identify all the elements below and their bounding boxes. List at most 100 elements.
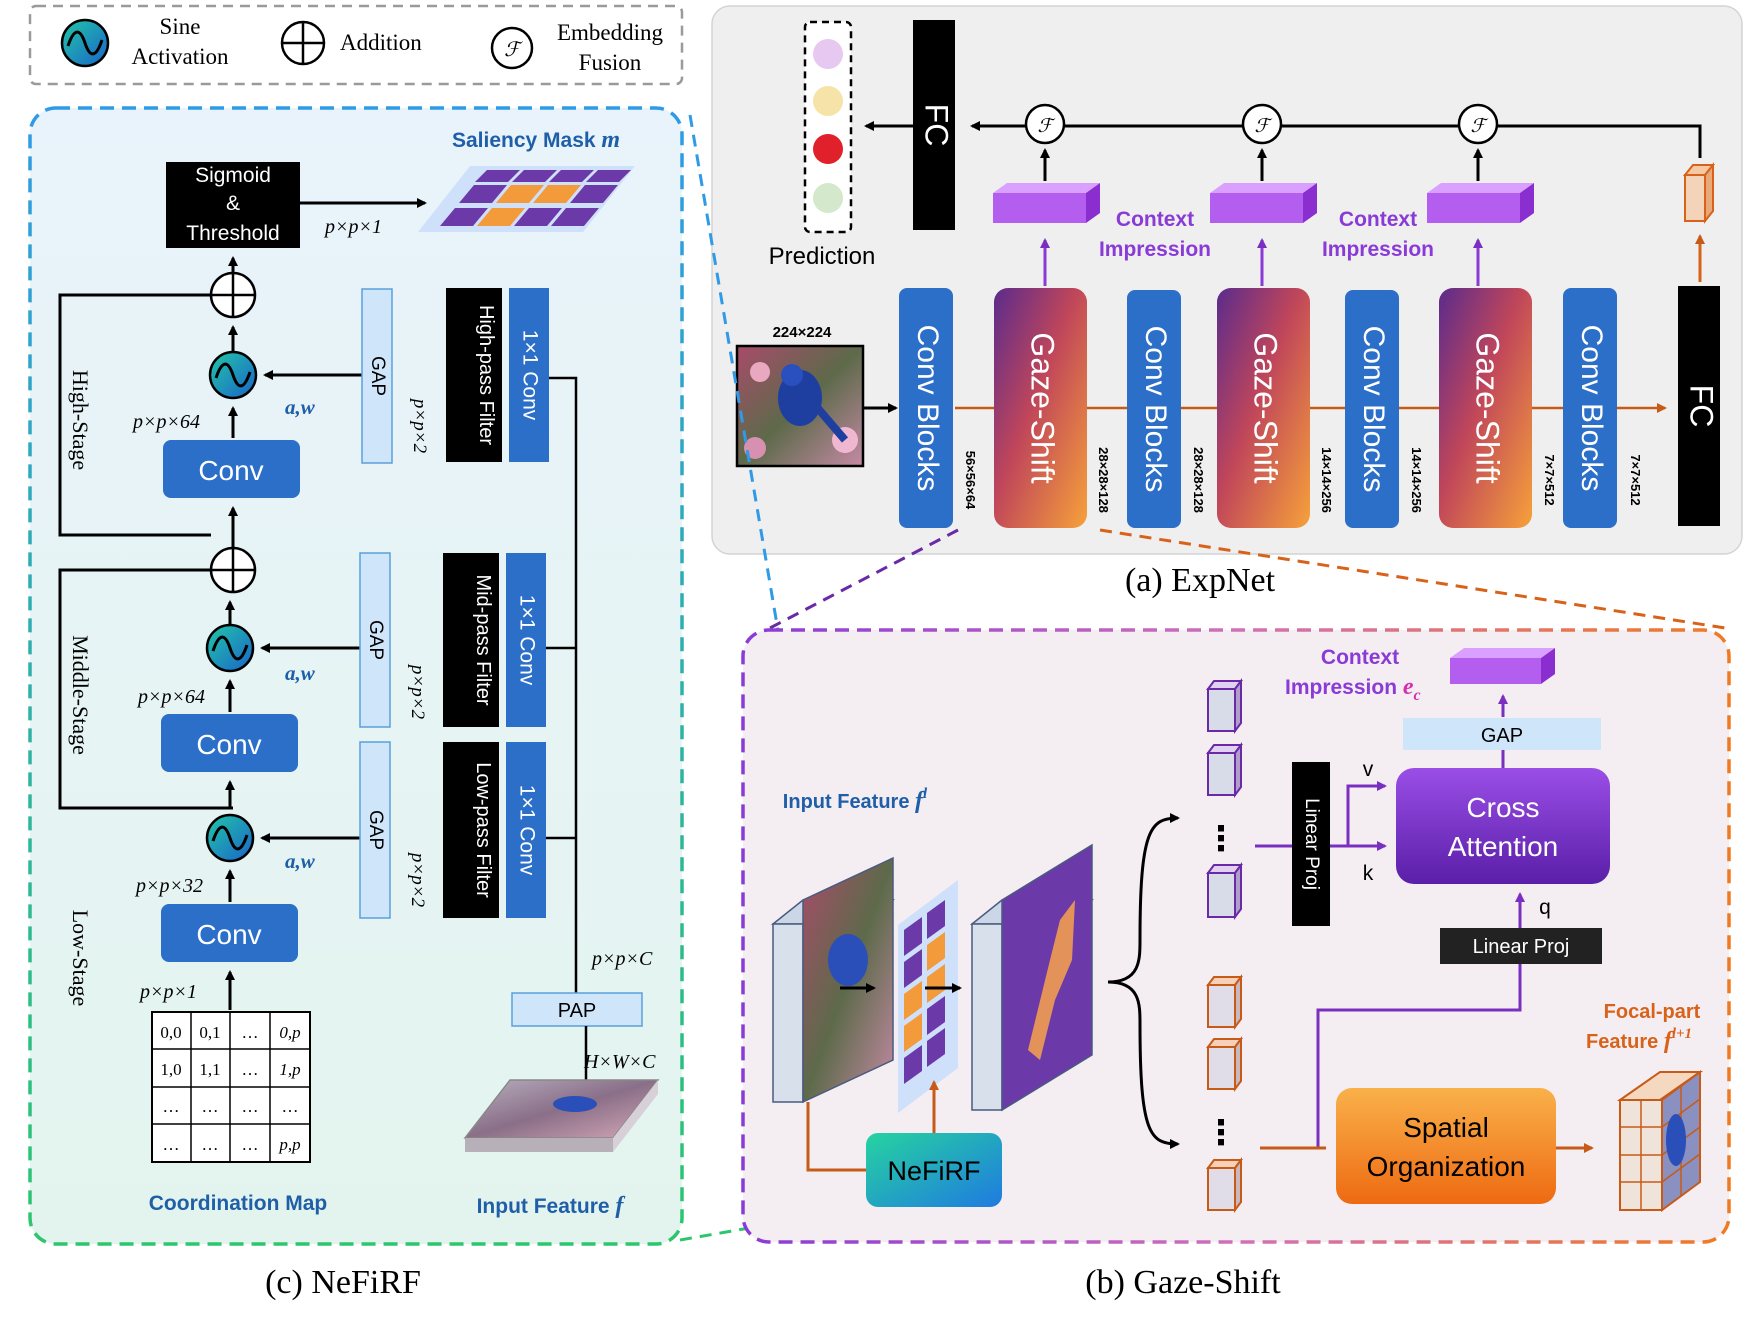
fusion-node-3: ℱ — [1457, 103, 1499, 145]
middle-sine-icon — [205, 623, 255, 673]
svg-text:ℱ: ℱ — [1471, 116, 1489, 137]
fusion-node-2: ℱ — [1241, 103, 1283, 145]
fc-right-label: FC — [1684, 385, 1720, 428]
low-1x1-conv-label: 1×1 Conv — [515, 785, 538, 876]
low-1x1-conv-block — [506, 742, 546, 918]
connector-purple — [769, 528, 959, 630]
gaze-input-feature-label: Input Feature fl — [783, 786, 928, 814]
gaze-gap-block — [1403, 718, 1601, 750]
gaze-shift-caption: (b) Gaze-Shift — [1085, 1264, 1281, 1301]
prediction-box — [803, 20, 853, 234]
low-pass-filter-label: Low-pass Filter — [472, 762, 494, 898]
grid-cell: … — [202, 1135, 219, 1154]
mid-gap-label: GAP — [365, 620, 386, 660]
middle-stage-skip-line — [58, 568, 233, 810]
legend-addition-label: Addition — [340, 30, 422, 55]
ppx1-top-label: p×p×1 — [323, 216, 382, 238]
conv-block-2: Conv Blocks — [1127, 290, 1181, 528]
prediction-class-3 — [813, 134, 843, 164]
saliency-label: Saliency Mask m — [452, 127, 620, 153]
context-slab-3 — [1427, 183, 1534, 223]
coordination-map-grid — [151, 1011, 311, 1163]
mid-1x1-conv-block — [506, 553, 546, 727]
gaze-mask-grid — [898, 880, 958, 1113]
mid-1x1-conv-label: 1×1 Conv — [515, 595, 538, 686]
coordination-grid-cells: 0,0 0,1 … 0,p 1,0 1,1 … 1,p … … … … … … … — [160, 1023, 300, 1154]
prediction-label: Prediction — [769, 243, 876, 270]
saliency-mask-grid — [418, 166, 635, 232]
gaze-gap-label: GAP — [1481, 725, 1523, 747]
sine-activation-icon — [60, 18, 110, 68]
svg-text:Conv Blocks: Conv Blocks — [1139, 326, 1172, 493]
fc-output-cube — [1682, 162, 1716, 224]
high-gap-block — [361, 288, 393, 464]
nefirf-caption: (c) NeFiRF — [265, 1264, 421, 1301]
cross-attention-block — [1396, 768, 1610, 884]
grid-cell: 0,p — [279, 1023, 300, 1042]
addition-icon — [280, 20, 326, 66]
grid-cell: … — [242, 1023, 259, 1042]
legend: Sine Activation Addition ℱ Embedding Fus… — [28, 4, 684, 86]
k-label: k — [1363, 862, 1374, 885]
grid-cell: … — [242, 1097, 259, 1116]
brace-upper — [1107, 813, 1180, 984]
legend-sine-label-2: Activation — [131, 44, 229, 69]
dim-label-3: 28×28×128 — [1191, 447, 1206, 513]
high-addition-icon — [209, 271, 257, 319]
svg-text:ℱ: ℱ — [1255, 116, 1273, 137]
middle-addition-icon — [209, 546, 257, 594]
svg-text:Gaze-Shift: Gaze-Shift — [1248, 332, 1284, 483]
dim-label-2: 28×28×128 — [1096, 447, 1111, 513]
conv-block-4: Conv Blocks — [1563, 288, 1617, 528]
gaze-context-label-2: Impression ec — [1285, 674, 1421, 704]
high-ppx64-label: p×p×64 — [131, 411, 200, 433]
context-label-2b: Impression — [1322, 238, 1434, 261]
middle-conv-label: Conv — [196, 729, 261, 760]
low-pass-filter-block — [443, 742, 499, 918]
dim-label-1: 56×56×64 — [963, 451, 978, 510]
context-label-2a: Context — [1339, 208, 1417, 231]
fusion-node-1: ℱ — [1024, 103, 1066, 145]
middle-stage-label: Middle-Stage — [68, 635, 93, 755]
grid-cell: … — [163, 1097, 180, 1116]
high-1x1-conv-label: 1×1 Conv — [518, 330, 541, 421]
sigmoid-label-2: & — [226, 192, 240, 215]
orange-token-2 — [1206, 1036, 1243, 1092]
spatial-organization-block — [1336, 1088, 1556, 1204]
brace-lower — [1107, 980, 1180, 1149]
context-slab-1 — [993, 183, 1100, 223]
mid-ppx2-label: p×p×2 — [407, 663, 428, 720]
connector-orange — [1099, 528, 1726, 630]
pap-block — [511, 992, 643, 1027]
grid-cell: 1,0 — [160, 1060, 181, 1079]
low-ppx2-label: p×p×2 — [407, 851, 428, 908]
low-conv-block — [161, 904, 298, 962]
dim-label-6: 7×7×512 — [1542, 454, 1557, 505]
grid-cell: … — [242, 1135, 259, 1154]
gaze-context-slab — [1450, 648, 1555, 684]
focal-part-feature-cube — [1616, 1070, 1704, 1212]
middle-ppx64-label: p×p×64 — [136, 686, 205, 708]
purple-tokens-dots: ⋮ — [1204, 820, 1238, 858]
dim-label-5: 14×14×256 — [1409, 447, 1424, 513]
high-aw-label: a,w — [285, 395, 316, 419]
pap-label: PAP — [558, 1000, 597, 1022]
gaze-shift-panel: Context Impression ec GAP Cross Attentio… — [741, 628, 1731, 1244]
svg-text:Gaze-Shift: Gaze-Shift — [1470, 332, 1506, 483]
high-1x1-conv-block — [509, 288, 549, 462]
high-pass-filter-block — [446, 288, 502, 462]
orange-token-3 — [1206, 1157, 1243, 1213]
nefirf-panel: Saliency Mask m Sigmoid & Threshold p×p×… — [28, 106, 684, 1246]
high-ppx2-label: p×p×2 — [409, 397, 430, 454]
context-label-1b: Impression — [1099, 238, 1211, 261]
nefirf-block — [866, 1133, 1002, 1207]
input-size-label: 224×224 — [773, 324, 832, 341]
context-label-1a: Context — [1116, 208, 1194, 231]
purple-token-2 — [1206, 742, 1243, 798]
grid-cell: … — [163, 1135, 180, 1154]
focal-label-2: Feature fl+1 — [1586, 1026, 1692, 1054]
nefirf-background — [28, 106, 684, 1246]
prediction-class-2 — [813, 86, 843, 116]
high-stage-skip-line — [58, 293, 211, 537]
svg-text:Conv Blocks: Conv Blocks — [1575, 325, 1608, 492]
